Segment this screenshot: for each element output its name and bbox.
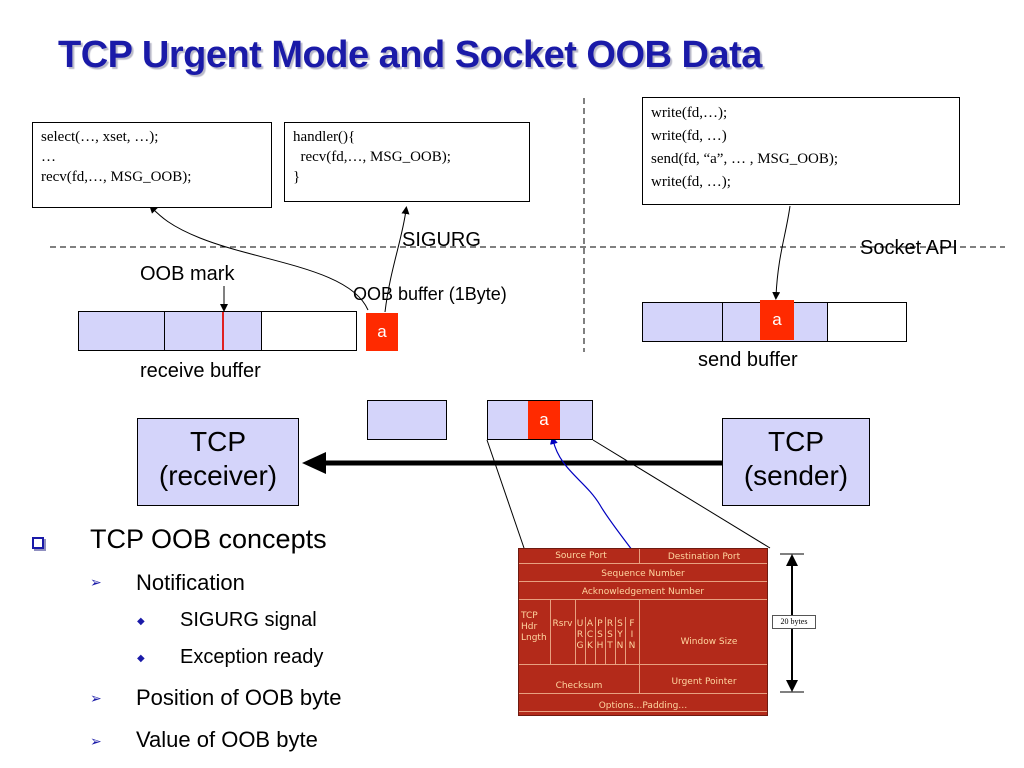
hdr-urgent-pointer: Urgent Pointer — [671, 677, 737, 687]
socket-api-label: Socket API — [860, 237, 958, 259]
diamond-bullet-icon: ◆ — [137, 616, 145, 627]
hdr-flag-urg: U R G — [576, 619, 584, 651]
sender-code-box: write(fd,…); write(fd, …) send(fd, “a”, … — [642, 97, 960, 205]
projection-right — [592, 439, 771, 549]
sigurg-label: SIGURG — [402, 229, 481, 251]
tcp-sender-box: TCP (sender) — [722, 418, 870, 506]
segment-oob-byte: a — [528, 401, 560, 439]
hdr-flag-rst: R S T — [606, 619, 614, 651]
hdr-flag-psh: P S H — [596, 619, 604, 651]
bullet-value-of-oob-byte: Value of OOB byte — [136, 727, 318, 752]
projection-left — [486, 439, 525, 549]
bullet-sigurg-signal: SIGURG signal — [180, 609, 317, 631]
receiver-code-box: select(…, xset, …); … recv(fd,…, MSG_OOB… — [32, 122, 272, 208]
oob-buffer-byte: a — [366, 313, 398, 351]
receive-buffer-cell — [78, 311, 165, 351]
send-buffer-oob-byte: a — [760, 300, 794, 340]
oob-buffer-label: OOB buffer (1Byte) — [353, 284, 507, 304]
hdr-options-padding: Options…Padding… — [598, 701, 688, 711]
hdr-flag-syn: S Y N — [616, 619, 624, 651]
slide-title: TCP Urgent Mode and Socket OOB Data — [58, 34, 762, 76]
tcp-header-diagram: Source Port Destination Port Sequence Nu… — [518, 548, 768, 716]
hdr-sequence-number: Sequence Number — [601, 569, 685, 579]
tcp-receiver-box: TCP (receiver) — [137, 418, 299, 506]
hdr-destination-port: Destination Port — [667, 552, 741, 562]
square-bullet-icon — [32, 537, 44, 549]
oob-to-handler-arrow — [384, 206, 410, 313]
receive-buffer-cell-empty — [261, 311, 357, 351]
bytes-label: 20 bytes — [772, 615, 816, 629]
diamond-bullet-icon: ◆ — [137, 653, 145, 664]
arrowhead-bullet-icon: ➢ — [90, 690, 102, 706]
hdr-flag-ack: A C K — [586, 619, 594, 651]
receive-buffer-cell — [164, 311, 262, 351]
hdr-length: TCP Hdr Lngth — [521, 611, 547, 643]
send-buffer-cell-empty — [827, 302, 907, 342]
bullet-position-of-oob-byte: Position of OOB byte — [136, 685, 342, 710]
bullet-exception-ready: Exception ready — [180, 646, 324, 668]
receive-buffer-label: receive buffer — [140, 360, 261, 382]
hdr-source-port: Source Port — [555, 551, 607, 561]
segment-packet — [367, 400, 447, 440]
send-buffer-label: send buffer — [698, 349, 798, 371]
hdr-checksum: Checksum — [555, 681, 603, 691]
tcp-transfer-arrowhead — [302, 452, 326, 474]
hdr-reserved: Rsrv — [552, 619, 573, 629]
send-to-buffer-arrow — [772, 205, 791, 300]
send-buffer-cell — [642, 302, 723, 342]
hdr-ack-number: Acknowledgement Number — [581, 587, 705, 597]
oob-mark-label: OOB mark — [140, 263, 235, 285]
bullet-notification: Notification — [136, 570, 245, 595]
hdr-window-size: Window Size — [680, 637, 738, 647]
bullet-tcp-oob-concepts: TCP OOB concepts — [90, 524, 327, 554]
arrowhead-bullet-icon: ➢ — [90, 733, 102, 749]
handler-code-box: handler(){ recv(fd,…, MSG_OOB); } — [284, 122, 530, 202]
oob-mark-line — [222, 312, 224, 350]
hdr-flag-fin: F I N — [628, 619, 636, 651]
arrowhead-bullet-icon: ➢ — [90, 574, 102, 590]
oob-to-recv-arrow — [149, 205, 369, 311]
